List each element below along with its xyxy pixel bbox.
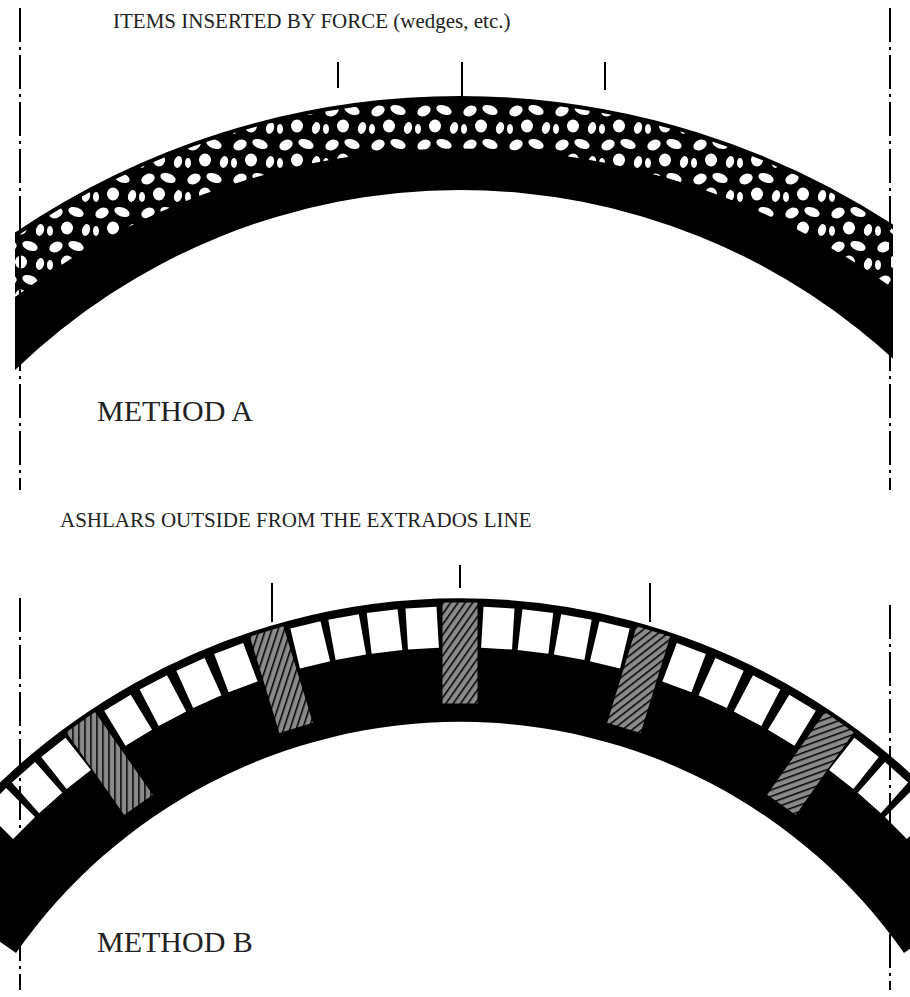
- caption-heading: ITEMS INSERTED BY FORCE (wedges, etc.): [113, 10, 511, 33]
- caption-heading: ASHLARS OUTSIDE FROM THE EXTRADOS LINE: [60, 509, 532, 532]
- method-label: METHOD A: [97, 394, 253, 427]
- method-label: METHOD B: [97, 925, 253, 958]
- arch-b: [0, 600, 910, 953]
- arch-a: [15, 98, 893, 370]
- axis-lines-a: [20, 8, 890, 490]
- axis-lines-b: [20, 565, 890, 990]
